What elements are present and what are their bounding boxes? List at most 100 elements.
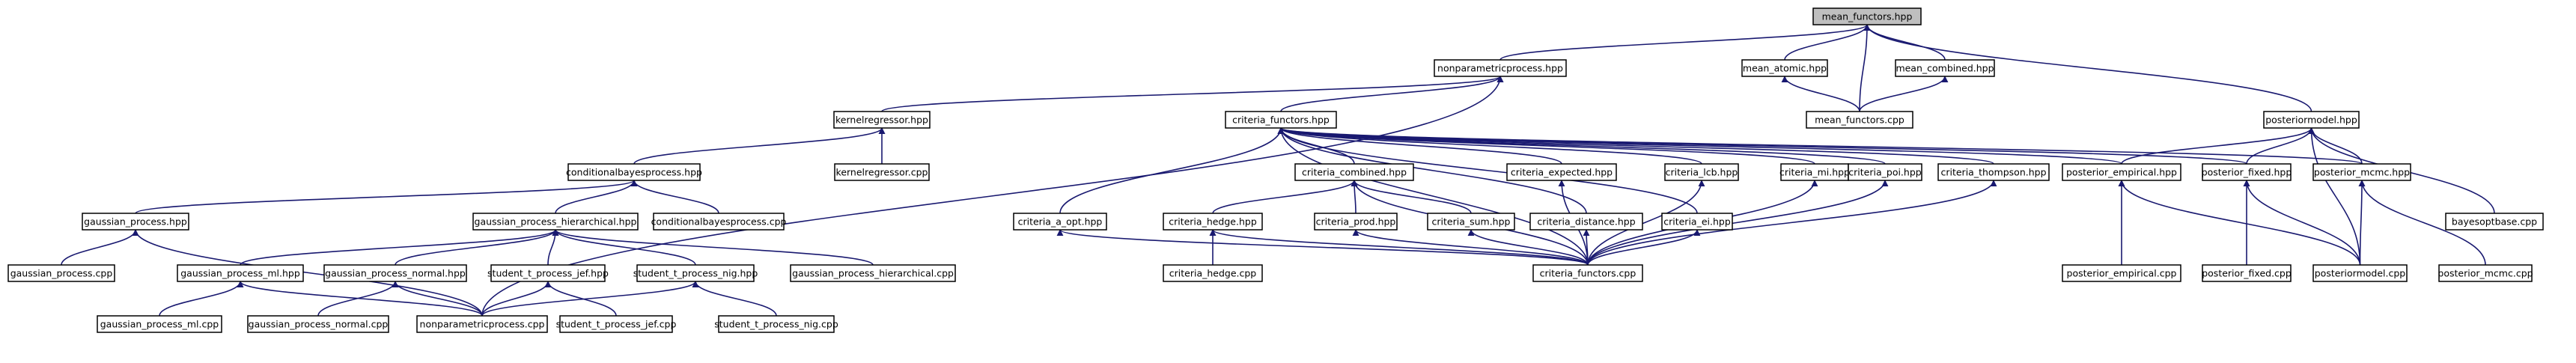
file-node-label: criteria_mi.hpp <box>1779 167 1850 178</box>
include-edge <box>240 229 559 266</box>
file-node-label: posterior_mcmc.hpp <box>2314 167 2410 178</box>
file-node-pmc-hpp[interactable]: posterior_mcmc.hpp <box>2312 163 2411 181</box>
file-node-cf-cpp[interactable]: criteria_functors.cpp <box>1532 264 1643 282</box>
include-edge <box>1277 127 2122 165</box>
file-node-ch-hpp[interactable]: criteria_hedge.hpp <box>1163 213 1263 231</box>
file-node-cf-hpp[interactable]: criteria_functors.hpp <box>1225 111 1337 129</box>
file-node-stj-hpp[interactable]: student_t_process_jef.hpp <box>487 264 609 282</box>
file-node-gpml-hpp[interactable]: gaussian_process_ml.hpp <box>177 264 304 282</box>
file-node-ch-cpp[interactable]: criteria_hedge.cpp <box>1163 264 1263 282</box>
file-node-gpml-cpp[interactable]: gaussian_process_ml.cpp <box>97 315 222 333</box>
file-node-clcb-hpp[interactable]: criteria_lcb.hpp <box>1664 163 1739 181</box>
file-node-stn-hpp[interactable]: student_t_process_nig.hpp <box>633 264 758 282</box>
file-node-label: criteria_expected.hpp <box>1511 167 1613 178</box>
file-node-gph-cpp[interactable]: gaussian_process_hierarchical.cpp <box>790 264 956 282</box>
file-node-box <box>247 315 389 333</box>
file-node-label: posterior_mcmc.cpp <box>2438 268 2533 279</box>
file-node-label: criteria_ei.hpp <box>1663 216 1731 228</box>
file-node-npp-hpp[interactable]: nonparametricprocess.hpp <box>1434 59 1567 77</box>
include-edge <box>1277 127 1562 165</box>
include-edge <box>1587 180 1997 266</box>
file-node-label: gaussian_process_ml.cpp <box>100 319 219 330</box>
file-node-label: posterior_fixed.hpp <box>2202 167 2292 178</box>
file-node-gp-cpp[interactable]: gaussian_process.cpp <box>7 264 115 282</box>
include-edge <box>1056 229 1589 266</box>
include-edge <box>1467 229 1589 266</box>
file-node-label: kernelregressor.cpp <box>836 167 928 178</box>
include-edge <box>1059 127 1285 214</box>
include-edge <box>481 76 1504 317</box>
file-node-box <box>2263 111 2360 129</box>
file-node-label: bayesoptbase.cpp <box>2452 216 2537 228</box>
file-node-ccomb-hpp[interactable]: criteria_combined.hpp <box>1294 163 1414 181</box>
file-node-cbp-hpp[interactable]: conditionalbayesprocess.hpp <box>566 163 702 181</box>
file-node-box <box>1434 59 1567 77</box>
file-node-csum-hpp[interactable]: criteria_sum.hpp <box>1427 213 1515 231</box>
file-node-ma-hpp[interactable]: mean_atomic.hpp <box>1741 59 1828 77</box>
file-node-box <box>97 315 222 333</box>
file-node-box <box>2438 264 2533 282</box>
file-node-cmi-hpp[interactable]: criteria_mi.hpp <box>1779 163 1850 181</box>
file-node-pm-hpp[interactable]: posteriormodel.hpp <box>2263 111 2360 129</box>
file-node-mc-hpp[interactable]: mean_combined.hpp <box>1895 59 1995 77</box>
file-node-label: criteria_a_opt.hpp <box>1018 216 1103 228</box>
file-node-cprod-hpp[interactable]: criteria_prod.hpp <box>1314 213 1398 231</box>
file-node-box <box>472 213 639 231</box>
include-edge <box>1583 229 1590 266</box>
file-node-pe-hpp[interactable]: posterior_empirical.hpp <box>2062 163 2181 181</box>
file-node-label: gaussian_process_hierarchical.cpp <box>792 268 954 279</box>
include-edge <box>1278 127 2363 165</box>
file-node-pe-cpp[interactable]: posterior_empirical.cpp <box>2062 264 2181 282</box>
file-node-kr-cpp[interactable]: kernelregressor.cpp <box>834 163 930 181</box>
file-node-label: mean_functors.hpp <box>1822 11 1913 22</box>
file-node-pf-hpp[interactable]: posterior_fixed.hpp <box>2202 163 2292 181</box>
file-node-gpn-hpp[interactable]: gaussian_process_normal.hpp <box>323 264 467 282</box>
file-node-cao-hpp[interactable]: criteria_a_opt.hpp <box>1013 213 1107 231</box>
file-node-box <box>1163 213 1263 231</box>
file-node-bob-cpp[interactable]: bayesoptbase.cpp <box>2445 213 2544 231</box>
file-node-gpn-cpp[interactable]: gaussian_process_normal.cpp <box>247 315 389 333</box>
include-edge <box>544 281 617 317</box>
file-node-box <box>1163 264 1263 282</box>
file-node-stn-cpp[interactable]: student_t_process_nig.cpp <box>714 315 838 333</box>
file-node-box <box>2312 163 2411 181</box>
file-node-stj-cpp[interactable]: student_t_process_jef.cpp <box>556 315 677 333</box>
include-edge <box>1499 24 1871 61</box>
include-edge <box>1859 24 1871 112</box>
file-node-box <box>1937 163 2050 181</box>
file-node-mf-cpp[interactable]: mean_functors.cpp <box>1806 111 1913 129</box>
file-node-label: mean_atomic.hpp <box>1743 63 1827 74</box>
file-node-label: student_t_process_jef.cpp <box>556 319 677 330</box>
file-node-box <box>1314 213 1398 231</box>
file-node-gph-hpp[interactable]: gaussian_process_hierarchical.hpp <box>472 213 639 231</box>
file-node-label: gaussian_process_hierarchical.hpp <box>475 216 637 228</box>
include-edge <box>2308 127 2361 266</box>
file-node-pf-cpp[interactable]: posterior_fixed.cpp <box>2202 264 2292 282</box>
file-node-cbp-cpp[interactable]: conditionalbayesprocess.cpp <box>651 213 787 231</box>
file-node-cth-hpp[interactable]: criteria_thompson.hpp <box>1937 163 2050 181</box>
file-node-cpoi-hpp[interactable]: criteria_poi.hpp <box>1848 163 1922 181</box>
file-node-mf-hpp[interactable]: mean_functors.hpp <box>1812 7 1922 25</box>
file-node-box <box>490 264 606 282</box>
file-node-box <box>1661 213 1733 231</box>
file-node-box <box>2062 264 2181 282</box>
file-node-box <box>833 111 931 129</box>
file-node-label: nonparametricprocess.hpp <box>1437 63 1563 74</box>
file-node-label: gaussian_process_ml.hpp <box>180 268 300 279</box>
file-node-box <box>323 264 467 282</box>
file-node-gp-hpp[interactable]: gaussian_process.hpp <box>82 213 189 231</box>
file-node-npp-cpp[interactable]: nonparametricprocess.cpp <box>416 315 548 333</box>
file-node-label: conditionalbayesprocess.hpp <box>566 167 702 178</box>
include-edge <box>1587 180 1705 266</box>
file-node-cexp-hpp[interactable]: criteria_expected.hpp <box>1506 163 1617 181</box>
file-node-label: student_t_process_nig.cpp <box>714 319 838 330</box>
file-node-cei-hpp[interactable]: criteria_ei.hpp <box>1661 213 1733 231</box>
file-node-label: gaussian_process_normal.hpp <box>325 268 466 279</box>
file-node-label: mean_combined.hpp <box>1896 63 1994 74</box>
file-node-pm-cpp[interactable]: posteriormodel.cpp <box>2312 264 2408 282</box>
file-node-label: criteria_combined.hpp <box>1302 167 1407 178</box>
file-node-box <box>1294 163 1414 181</box>
file-node-cdist-hpp[interactable]: criteria_distance.hpp <box>1529 213 1643 231</box>
file-node-kr-hpp[interactable]: kernelregressor.hpp <box>833 111 931 129</box>
file-node-pmc-cpp[interactable]: posterior_mcmc.cpp <box>2438 264 2533 282</box>
